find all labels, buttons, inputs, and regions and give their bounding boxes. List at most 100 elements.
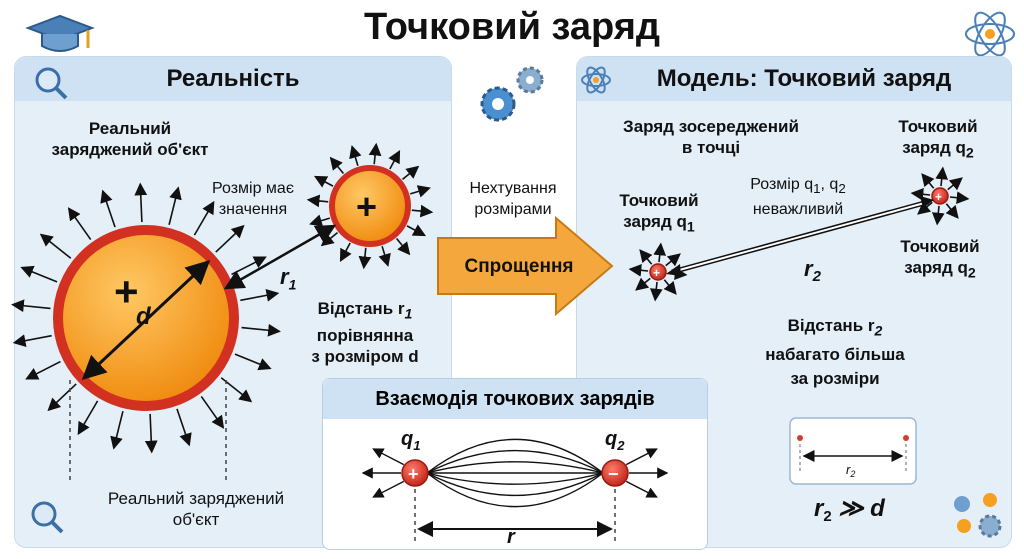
- neglect-size-label: Нехтування розмірами: [448, 178, 578, 220]
- size-matters-label: Розмір має значення: [188, 178, 318, 220]
- q1-label-line-2: заряд q1: [600, 211, 718, 238]
- small-field-line: [409, 185, 431, 198]
- small-object-field-lines: [306, 142, 434, 270]
- real-object-line-1: Реальний: [88, 119, 172, 138]
- size-q1-sub: 1: [813, 181, 821, 197]
- q2-field-line: [917, 201, 933, 215]
- big-field-line: [231, 256, 267, 276]
- interaction-heading: Взаємодія точкових зарядів: [323, 379, 707, 419]
- big-field-line: [144, 413, 158, 454]
- interaction-r-label: r: [507, 526, 516, 548]
- q1-field-line: [639, 249, 653, 265]
- size-q2-sub: 2: [838, 181, 846, 197]
- q2-field-line: [947, 177, 963, 191]
- q2-bottom-line-2: заряд q2: [880, 257, 1000, 284]
- q1-label-text: заряд q: [623, 212, 687, 231]
- big-field-line: [176, 408, 192, 447]
- big-field-line: [193, 200, 215, 236]
- r1-sub: 1: [288, 276, 297, 293]
- simplification-arrow: [437, 215, 614, 317]
- q1-field-line: [635, 277, 651, 291]
- interaction-positive-charge: [401, 459, 429, 487]
- big-field-line: [39, 233, 72, 259]
- distance-r2-line-2: набагато більша: [765, 345, 905, 365]
- q2-bottom-line-1: Точковий: [900, 237, 980, 256]
- interaction-box: Взаємодія точкових зарядів + − q1 q2 r: [322, 378, 708, 550]
- interaction-field-lines: [361, 438, 669, 508]
- size-matters-line-2: значення: [218, 201, 288, 218]
- big-field-line: [110, 410, 124, 450]
- big-plus-sign: +: [114, 268, 139, 315]
- interaction-plus: +: [408, 464, 419, 484]
- big-field-line: [241, 323, 281, 337]
- interaction-outward-line: [625, 480, 658, 498]
- inset-charge-left: [797, 435, 803, 441]
- big-field-line: [215, 224, 245, 253]
- q2-field-lines: [910, 166, 970, 226]
- charges-gear-icon: [954, 493, 1002, 538]
- interaction-outward-line: [372, 480, 405, 498]
- q2-field-line: [921, 173, 935, 189]
- atom-icon: [965, 11, 1015, 57]
- relation-formula: r2 ≫ d: [814, 495, 886, 525]
- q1-field-line: [653, 242, 667, 263]
- real-object-bottom-line-1: Реальний заряджений: [107, 489, 285, 508]
- small-field-line: [402, 165, 420, 181]
- small-plus-sign: +: [356, 186, 377, 227]
- size-q-text: Розмір q: [750, 176, 814, 193]
- distance-r2-line-3: за розміри: [790, 369, 880, 389]
- inset-charge-right: [903, 435, 909, 441]
- interaction-minus: −: [608, 464, 619, 484]
- q1-label: Точковий заряд q1: [600, 190, 718, 238]
- small-field-line: [349, 145, 362, 167]
- small-field-line: [368, 142, 382, 165]
- small-field-line: [313, 175, 334, 188]
- interaction-canvas: + − q1 q2 r: [361, 428, 669, 548]
- interaction-negative-charge: [601, 459, 629, 487]
- r2-label: r2: [804, 256, 822, 285]
- simplification-label: Спрощення: [464, 256, 574, 277]
- q2-bottom-sub: 2: [967, 265, 976, 282]
- model-heading: Модель: Точковий заряд: [577, 57, 1011, 101]
- distance-r1-note: Відстань r1 порівнянна з розміром d: [290, 298, 440, 367]
- q1-field-line: [628, 263, 649, 277]
- small-field-line: [339, 242, 352, 263]
- small-field-line: [320, 231, 338, 247]
- q2-top-line-2: заряд q2: [878, 137, 998, 164]
- big-field-line: [20, 265, 58, 283]
- q1-field-line: [665, 253, 681, 267]
- distance-r1-sub: 1: [404, 306, 413, 323]
- magnifier-icon-bottom: [31, 501, 64, 534]
- interaction-field-curve: [426, 472, 604, 497]
- small-field-line: [358, 247, 372, 270]
- q1-field-line: [649, 281, 663, 302]
- q2-top-label: Точковий заряд q2: [878, 116, 998, 164]
- graduation-cap-icon: [25, 14, 95, 52]
- atom-small-icon: [581, 66, 611, 94]
- q1-field-line: [663, 279, 677, 295]
- interaction-outward-line: [372, 448, 405, 466]
- big-field-line: [77, 400, 99, 436]
- big-field-line: [11, 299, 51, 313]
- distance-r2-sub: 2: [874, 323, 883, 340]
- q2-field-line: [949, 191, 970, 205]
- real-object-label-top: Реальний заряджений об'єкт: [40, 118, 220, 160]
- distance-r2-note: Відстань r2 набагато більша за розміри: [740, 314, 930, 391]
- small-field-line: [329, 156, 345, 174]
- r1-arrow: [223, 224, 337, 290]
- interaction-q2-label: q2: [605, 428, 625, 453]
- big-field-line: [168, 186, 182, 226]
- concentrated-line-1: Заряд зосереджений: [623, 117, 799, 136]
- small-field-line: [378, 245, 391, 267]
- q2-plus: +: [935, 190, 942, 204]
- big-field-line: [67, 207, 92, 240]
- interaction-field-curve: [426, 449, 604, 474]
- small-field-line: [395, 238, 411, 256]
- q2-point-charge: [931, 187, 949, 205]
- big-field-line: [47, 383, 77, 412]
- size-q2-text: , q: [820, 176, 839, 193]
- real-object-label-bottom: Реальний заряджений об'єкт: [66, 488, 326, 530]
- q2-field-line: [910, 187, 931, 201]
- size-matters-line-1: Розмір має: [212, 180, 294, 197]
- concentrated-label: Заряд зосереджений в точці: [606, 116, 816, 158]
